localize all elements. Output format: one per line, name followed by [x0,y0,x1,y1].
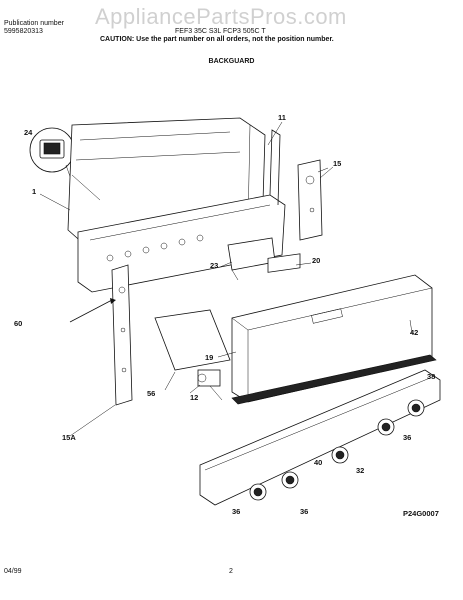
callout-56: 56 [147,389,155,398]
callout-19: 19 [205,353,213,362]
trim-strip-part-42 [231,354,437,405]
callout-15: 15 [333,159,341,168]
thermostat-part-12 [197,369,223,401]
end-bracket-part-15 [297,159,329,241]
end-bracket-part-15a [69,264,133,406]
callout-32: 32 [356,466,364,475]
callout-20: 20 [312,256,320,265]
back-bracket-part-11 [77,129,286,293]
display-bracket-part-23 [227,237,301,281]
callout-36-left: 36 [232,507,240,516]
callout-23: 23 [210,261,218,270]
callout-24: 24 [24,128,33,137]
model-numbers: FEF3 35C S3L FCP3 505C T [175,28,266,35]
callout-1: 1 [32,187,36,196]
heat-shield-part-56 [154,309,231,371]
callout-12: 12 [190,393,198,402]
callout-40: 40 [314,458,322,467]
callout-38: 38 [427,372,435,381]
callout-60: 60 [14,319,22,328]
callout-11: 11 [278,113,286,122]
publication-number-label: Publication number [4,20,64,27]
knobs [249,399,425,501]
section-title: BACKGUARD [208,58,255,65]
footer-date: 04/99 [4,568,22,575]
watermark: AppliancePartsPros.com [95,4,347,29]
callout-36-right: 36 [403,433,411,442]
page-number: 2 [229,568,233,575]
callout-leaders [39,121,413,437]
manifold-panel [199,369,441,506]
callout-42: 42 [410,328,418,337]
callout-15a: 15A [62,433,76,442]
caution-note: CAUTION: Use the part number on all orde… [100,36,334,43]
publication-number: 5995820313 [4,28,43,35]
diagram-code: P24G0007 [403,509,439,518]
callout-36-center: 36 [300,507,308,516]
